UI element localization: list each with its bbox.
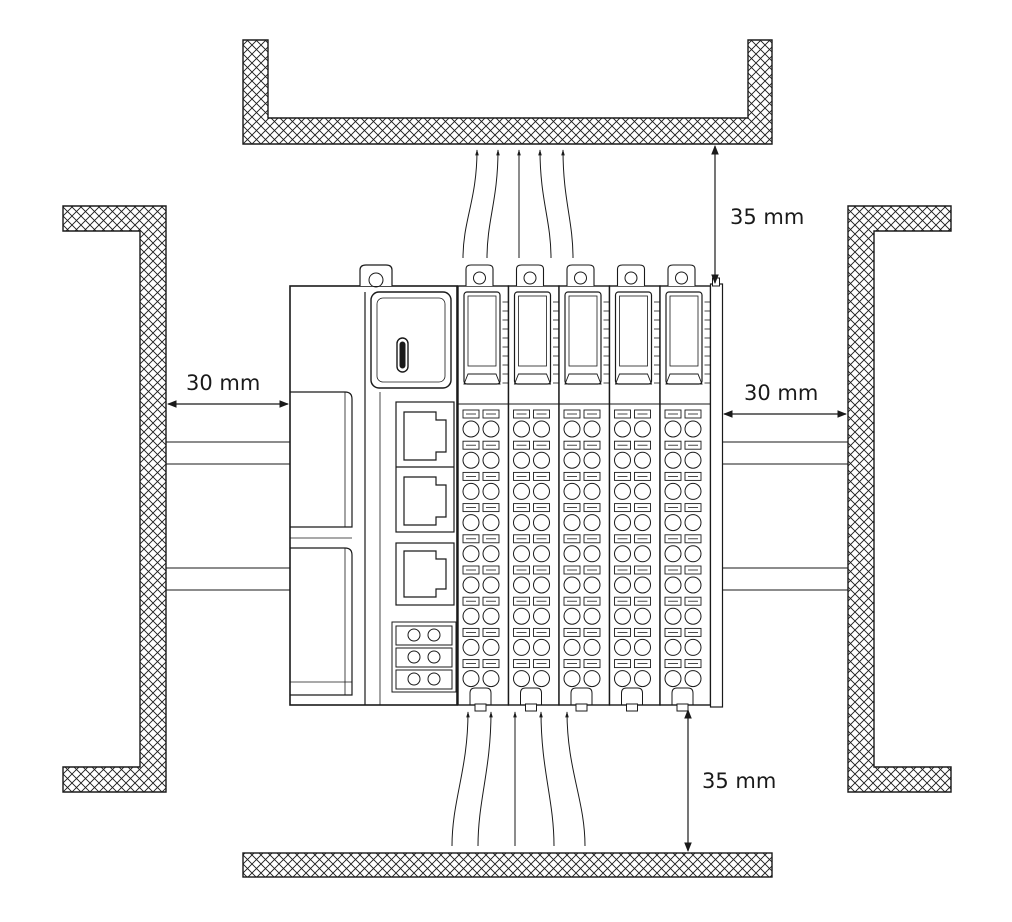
wall-bottom: [242, 852, 773, 878]
dimension-right: 30 mm: [723, 381, 847, 418]
wall-top: [242, 39, 773, 145]
io-module: [457, 264, 510, 712]
io-module: [608, 264, 661, 712]
dimension-label-bottom: 35 mm: [702, 769, 776, 793]
airflow-arrow-icon: [486, 149, 500, 259]
airflow-arrows-bottom: [451, 711, 586, 847]
ethernet-port-icon: [395, 401, 455, 606]
airflow-arrow-icon: [538, 149, 552, 259]
io-module: [507, 264, 560, 712]
din-rail-lower: [166, 567, 848, 591]
airflow-arrow-icon: [462, 149, 479, 259]
wall-right: [847, 205, 952, 793]
airflow-arrow-icon: [565, 711, 586, 847]
dimension-label-top: 35 mm: [730, 205, 804, 229]
end-plate: [709, 277, 724, 708]
power-terminal-icon: [391, 621, 457, 693]
dimension-bottom: 35 mm: [684, 709, 776, 852]
airflow-arrow-icon: [539, 711, 555, 847]
airflow-arrow-icon: [451, 711, 470, 847]
wall-left: [62, 205, 167, 793]
io-module: [659, 264, 712, 712]
io-modules: [457, 264, 724, 712]
dimension-label-left: 30 mm: [186, 371, 260, 395]
io-module: [558, 264, 611, 712]
cpu-module: [289, 264, 458, 706]
din-rail-upper: [166, 441, 848, 465]
airflow-arrow-icon: [561, 149, 574, 259]
dimension-left: 30 mm: [167, 371, 289, 408]
airflow-arrow-icon: [477, 711, 493, 847]
dimension-top: 35 mm: [711, 145, 804, 284]
airflow-arrows-top: [462, 149, 574, 259]
dimension-label-right: 30 mm: [744, 381, 818, 405]
usb-port-icon: [396, 337, 409, 373]
